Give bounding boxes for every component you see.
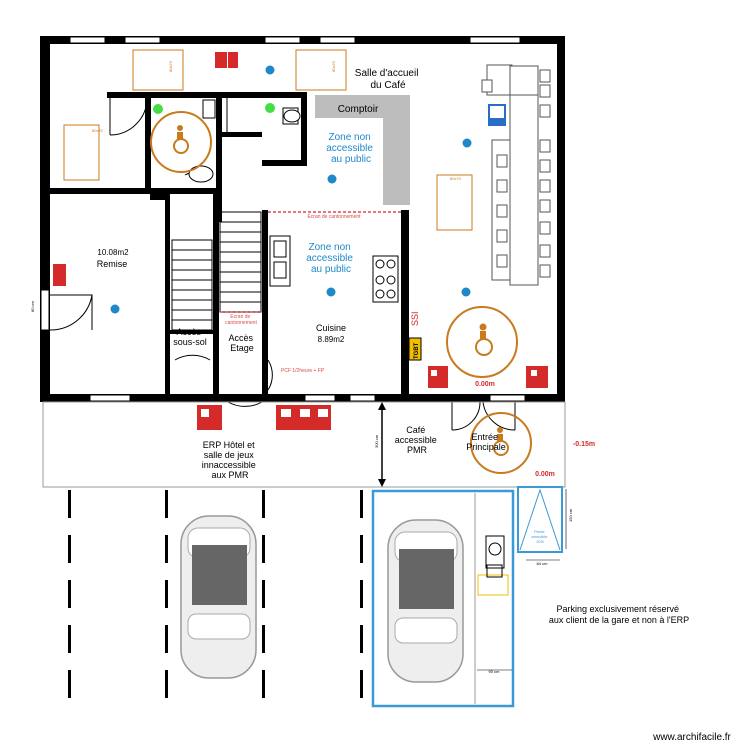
interior-walls <box>50 92 409 395</box>
tables <box>63 49 473 231</box>
label-dim-150: 150 cm <box>568 508 573 522</box>
stairs-basement <box>171 239 213 331</box>
wheelchair-place-icon <box>488 104 506 126</box>
label-pcf: PCF 1/2heure + FP <box>281 368 325 374</box>
label-dim-300: 300 cm <box>374 434 379 448</box>
label-pente: Pente amovible 10% <box>531 529 548 544</box>
label-level-0-b: 0.00m <box>535 471 555 478</box>
label-dim-90: 90 cm <box>489 669 501 674</box>
label-tgbt: TGBT <box>414 342 420 359</box>
pmr-parking-space <box>371 489 515 708</box>
svg-text:80x70: 80x70 <box>92 128 104 133</box>
watermark: www.archifacile.fr <box>652 732 731 743</box>
green-lights <box>153 103 275 114</box>
label-dim-80: 80 cm <box>30 300 35 312</box>
fire-equipment-icons <box>53 52 548 430</box>
svg-text:80x70: 80x70 <box>168 60 173 72</box>
light-points <box>110 65 472 314</box>
label-cafe-accessible: Café accessible PMR <box>395 425 440 455</box>
tgbt-box <box>408 337 422 361</box>
label-acces-sous-sol: Accès sous-sol <box>173 327 207 347</box>
top-windows <box>69 36 521 44</box>
wheelchair-icon <box>173 125 509 456</box>
label-parking-note: Parking exclusivement réservé aux client… <box>549 604 689 625</box>
stairs-upstairs <box>219 211 262 313</box>
label-ssi: SSI <box>410 311 420 326</box>
outer-walls <box>40 36 565 402</box>
label-zone-non-accessible-kitchen: Zone non accessible au public <box>306 242 355 275</box>
label-salle-accueil: Salle d'accueil du Café <box>355 68 421 91</box>
svg-text:80x70: 80x70 <box>331 60 336 72</box>
label-dim-84: 84 cm <box>537 561 549 566</box>
car-right <box>387 519 464 683</box>
label-ecran-cantonnement-2: Ecran de cantonnement <box>225 314 257 326</box>
sidewalk <box>42 401 566 488</box>
label-remise: Remise <box>97 259 128 269</box>
label-level-0-a: 0.00m <box>475 381 495 388</box>
kitchen-fixtures <box>269 235 399 303</box>
wheelchair-parking-icon <box>485 535 505 578</box>
label-remise-area: 10.08m2 <box>97 248 129 257</box>
label-cuisine: Cuisine <box>316 323 346 333</box>
left-window <box>40 289 50 331</box>
pmr-turning-circles <box>150 111 532 474</box>
bench-seats <box>481 64 551 286</box>
ramp-box <box>517 486 563 553</box>
label-entree-principale: Entrée Principale <box>466 432 506 452</box>
label-ecran-cantonnement-1: Ecran de cantonnement <box>307 214 361 220</box>
bottom-windows <box>89 394 526 402</box>
car-left <box>180 515 257 679</box>
parking-lines <box>68 490 363 698</box>
doors <box>49 97 516 431</box>
label-level-minus: -0.15m <box>573 441 595 448</box>
svg-text:80x70: 80x70 <box>450 176 462 181</box>
label-acces-etage: Accès Etage <box>228 333 255 353</box>
wc-fixtures <box>188 99 301 183</box>
label-zone-non-accessible-top: Zone non accessible au public <box>326 132 375 165</box>
counter <box>315 95 410 205</box>
smoke-screens <box>220 211 403 313</box>
label-cuisine-area: 8.89m2 <box>318 335 345 344</box>
label-erp-hotel: ERP Hôtel et salle de jeux innaccessible… <box>202 440 259 480</box>
label-comptoir: Comptoir <box>338 104 379 115</box>
table-small-labels: 80x70 80x70 80x70 80x70 <box>92 60 462 181</box>
